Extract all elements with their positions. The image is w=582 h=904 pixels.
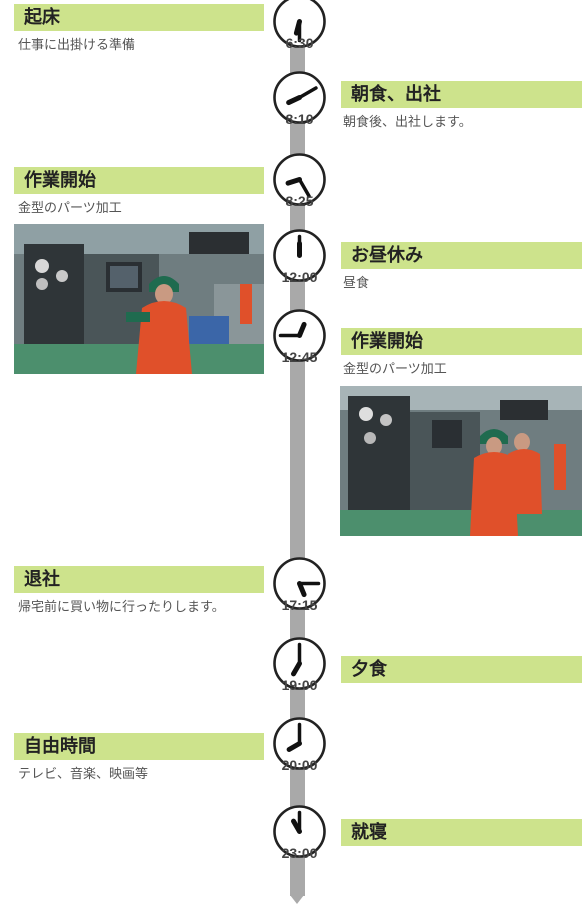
entry-title: 夕食 [341,656,582,683]
clock-3: 12:00 [272,228,327,308]
clock-time-label: 20:00 [281,757,318,773]
clock-time-label: 19:00 [281,677,318,693]
clock-time-label: 6:30 [285,35,314,51]
entry-title: 就寝 [341,819,582,846]
factory-photo-afternoon [340,386,582,536]
factory-photo-morning [14,224,264,374]
entry-description: 帰宅前に買い物に行ったりします。 [18,600,225,615]
clock-5: 17:15 [272,556,327,636]
clock-4: 12:45 [272,308,327,388]
entry-title: 朝食、出社 [341,81,582,108]
entry-wake-up: 起床 仕事に出掛ける準備 [14,4,264,54]
clock-face-icon [273,229,326,282]
clock-time-label: 23:00 [281,845,318,861]
clock-time-label: 12:00 [281,269,318,285]
entry-description: 金型のパーツ加工 [343,362,447,377]
clock-0: 6:30 [272,0,327,74]
clock-time-label: 8:10 [285,111,314,127]
entry-lunch-break: お昼休み 昼食 [341,242,582,292]
entry-leave-work: 退社 帰宅前に買い物に行ったりします。 [14,566,264,616]
clock-time-label: 8:25 [285,193,314,209]
clock-1: 8:10 [272,70,327,150]
entry-title: 作業開始 [14,167,264,194]
clock-2: 8:25 [272,152,327,232]
clock-8: 23:00 [272,804,327,884]
entry-description: 朝食後、出社します。 [343,115,472,130]
clock-6: 19:00 [272,636,327,716]
entry-work-start-afternoon: 作業開始 金型のパーツ加工 [341,328,582,378]
clock-face-icon [273,0,326,48]
clock-face-icon [273,557,326,610]
entry-title: 退社 [14,566,264,593]
entry-description: 昼食 [343,276,370,291]
entry-title: 自由時間 [14,733,264,760]
clock-time-label: 17:15 [281,597,318,613]
entry-title: 作業開始 [341,328,582,355]
clock-face-icon [273,717,326,770]
entry-title: 起床 [14,4,264,31]
entry-free-time: 自由時間 テレビ、音楽、映画等 [14,733,264,783]
clock-face-icon [273,71,326,124]
entry-work-start-morning: 作業開始 金型のパーツ加工 [14,167,264,217]
clock-face-icon [273,153,326,206]
clock-face-icon [273,637,326,690]
entry-breakfast-commute: 朝食、出社 朝食後、出社します。 [341,81,582,131]
entry-dinner: 夕食 [341,656,582,683]
clock-time-label: 12:45 [281,349,318,365]
entry-description: 仕事に出掛ける準備 [18,38,136,53]
clock-face-icon [273,309,326,362]
entry-title: お昼休み [341,242,582,269]
entry-description: テレビ、音楽、映画等 [18,767,149,782]
entry-bedtime: 就寝 [341,819,582,846]
clock-7: 20:00 [272,716,327,796]
timeline-arrow-tip [290,895,304,904]
clock-face-icon [273,805,326,858]
entry-description: 金型のパーツ加工 [18,201,122,216]
